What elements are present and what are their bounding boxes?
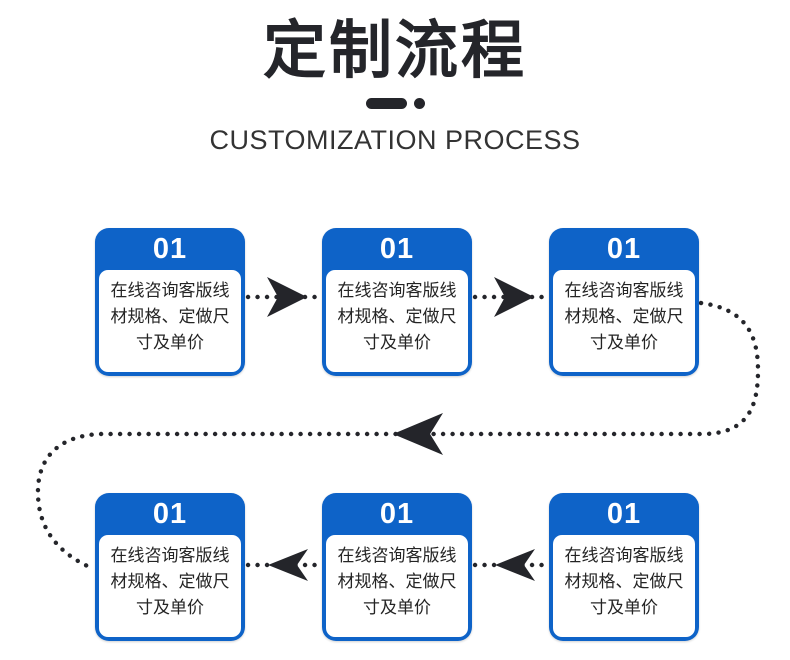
dash-icon [365,97,407,109]
step-description: 在线咨询客版线 材规格、定做尺 寸及单价 [326,270,468,372]
step-number-badge: 01 [606,232,642,265]
process-step-card: 01 在线咨询客版线 材规格、定做尺 寸及单价 [549,228,699,376]
process-step-card: 01 在线咨询客版线 材规格、定做尺 寸及单价 [322,493,472,641]
process-step-card: 01 在线咨询客版线 材规格、定做尺 寸及单价 [95,228,245,376]
dot-icon [413,97,425,109]
arrow-left-icon [495,549,535,581]
step-number-badge: 01 [379,232,415,265]
page-title: 定制流程 [263,16,527,86]
step-description: 在线咨询客版线 材规格、定做尺 寸及单价 [99,535,241,637]
process-step-card: 01 在线咨询客版线 材规格、定做尺 寸及单价 [95,493,245,641]
step-description: 在线咨询客版线 材规格、定做尺 寸及单价 [99,270,241,372]
step-number-badge: 01 [152,497,188,530]
step-number-badge: 01 [379,497,415,530]
process-step-card: 01 在线咨询客版线 材规格、定做尺 寸及单价 [549,493,699,641]
arrow-right-icon [267,277,307,317]
page-header: 定制流程 CUSTOMIZATION PROCESS [0,0,790,156]
process-step-card: 01 在线咨询客版线 材规格、定做尺 寸及单价 [322,228,472,376]
arrow-left-icon [268,549,308,581]
step-number-badge: 01 [152,232,188,265]
page-subtitle: CUSTOMIZATION PROCESS [209,125,581,156]
title-divider [0,97,790,109]
arrow-right-icon [494,277,534,317]
step-description: 在线咨询客版线 材规格、定做尺 寸及单价 [553,535,695,637]
arrow-left-icon [393,413,443,455]
step-description: 在线咨询客版线 材规格、定做尺 寸及单价 [553,270,695,372]
step-number-badge: 01 [606,497,642,530]
step-description: 在线咨询客版线 材规格、定做尺 寸及单价 [326,535,468,637]
